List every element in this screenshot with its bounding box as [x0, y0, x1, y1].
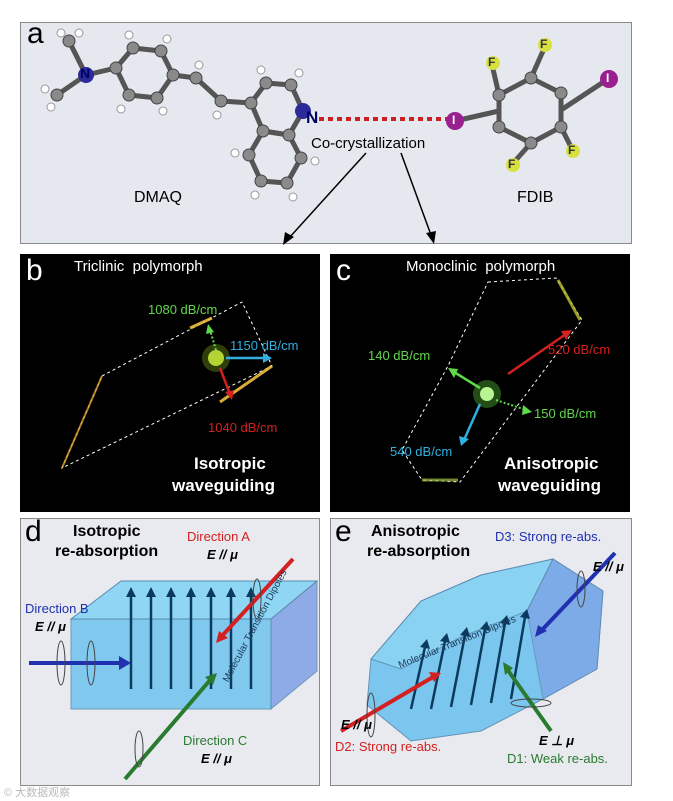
d1-field: E ⊥ μ: [539, 733, 575, 748]
monoclinic-crystal-image: [401, 277, 583, 483]
loss-label-150: 150 dB/cm: [534, 406, 597, 421]
arrow-red: [507, 332, 567, 376]
panel-letter-e: e: [335, 515, 352, 548]
loss-label-1040: 1040 dB/cm: [208, 420, 278, 435]
iodine-label-right: I: [606, 71, 610, 85]
isotropic-title-1: Isotropic: [73, 523, 141, 540]
arrow-to-panel-c: [400, 152, 432, 236]
fluorine-label-1: F: [488, 55, 496, 69]
direction-c-arrow: [123, 677, 213, 781]
quinoline-n-label: N: [306, 108, 319, 127]
iodine-atom-left: [446, 112, 464, 130]
dmaq-atoms: [50, 34, 308, 190]
arrow-to-panel-b: [288, 152, 367, 239]
d2-label: D2: Strong re-abs.: [335, 739, 442, 754]
arrowhead-c: [426, 231, 436, 244]
monoclinic-crystal-outline: [401, 277, 583, 483]
triclinic-crystal-outline: [61, 301, 273, 470]
d2-arrow: [339, 675, 435, 733]
anisotropic-crystal-diagram: [339, 551, 617, 742]
panel-b: b Triclinic polymorph 1080 dB/cm 1150 dB…: [20, 254, 320, 512]
direction-b-label: Direction B: [25, 601, 89, 616]
transition-dipole-arrows: [129, 594, 253, 689]
panel-c: c Monoclinic polymorph 520 dB/cm 140 dB/…: [330, 254, 630, 512]
loss-label-1080: 1080 dB/cm: [148, 302, 218, 317]
d3-label: D3: Strong re-abs.: [495, 529, 602, 544]
direction-a-field: E // μ: [207, 547, 238, 562]
fdib-label: FDIB: [517, 189, 554, 206]
amine-nitrogen-atom: [78, 67, 94, 83]
panel-letter-a: a: [27, 17, 44, 50]
panel-e: e Anisotropic re-absorption D3: Strong r…: [330, 515, 632, 786]
anisotropic-caption-1: Anisotropic: [504, 454, 599, 473]
molecule-scene: [40, 28, 618, 245]
triclinic-title: Triclinic polymorph: [74, 258, 203, 275]
anisotropic-caption-2: waveguiding: [498, 476, 601, 495]
fluorine-label-4: F: [508, 157, 516, 171]
iodine-label-left: I: [452, 113, 456, 127]
excitation-spot-c: [480, 387, 494, 401]
arrow-red-bottom: [218, 367, 232, 395]
amine-n-label: N: [80, 65, 91, 81]
dmaq-skeleton: [55, 39, 306, 186]
d3-arrow: [539, 551, 617, 633]
hydrogen-atoms: [40, 28, 320, 202]
crystal-end-face: [526, 558, 604, 700]
direction-c-field: E // μ: [201, 751, 232, 766]
arrow-green-top: [209, 329, 217, 351]
arrow-green-right: [495, 399, 527, 411]
loss-label-540: 540 dB/cm: [390, 444, 453, 459]
direction-a-label: Direction A: [187, 529, 250, 544]
panel-a: a N N F F F F I I Co-crystallization DMA…: [20, 17, 632, 245]
loss-label-520: 520 dB/cm: [548, 342, 611, 357]
direction-b-field: E // μ: [35, 619, 66, 634]
loss-label-1150: 1150 dB/cm: [230, 338, 299, 353]
direction-c-label: Direction C: [183, 733, 248, 748]
monoclinic-title: Monoclinic polymorph: [406, 258, 556, 275]
quinoline-nitrogen-atom: [295, 103, 311, 119]
direction-a-arrow: [219, 557, 295, 639]
arrow-green-left: [453, 370, 481, 390]
fluorine-label-2: F: [540, 37, 548, 51]
fluorine-atoms: [486, 38, 580, 172]
panel-letter-d: d: [25, 515, 42, 548]
d2-field: E // μ: [341, 717, 372, 732]
watermark: © 大数据观察: [4, 787, 71, 799]
arrow-cyan: [462, 403, 482, 441]
triclinic-crystal-image: [61, 301, 273, 470]
arrowhead-b: [283, 232, 294, 245]
excitation-spot: [208, 350, 224, 366]
anisotropic-title-1: Anisotropic: [371, 523, 460, 540]
panel-letter-c: c: [336, 254, 351, 287]
co-crystallization-label: Co-crystallization: [311, 135, 426, 152]
fluorine-label-3: F: [568, 143, 576, 157]
isotropic-caption-1: Isotropic: [194, 454, 266, 473]
d3-field: E // μ: [593, 559, 624, 574]
isotropic-caption-2: waveguiding: [172, 476, 275, 495]
fdib-carbons: [492, 71, 568, 150]
box-side-face: [270, 579, 318, 711]
anisotropic-title-2: re-absorption: [367, 543, 471, 560]
panel-d: d Isotropic re-absorption Direction A E …: [20, 515, 320, 786]
isotropic-box-diagram: [29, 557, 319, 781]
dmaq-label: DMAQ: [134, 189, 182, 206]
d1-arrow: [505, 667, 553, 733]
isotropic-title-2: re-absorption: [55, 543, 159, 560]
panel-letter-b: b: [26, 254, 43, 287]
d1-label: D1: Weak re-abs.: [507, 751, 608, 766]
loss-label-140: 140 dB/cm: [368, 348, 431, 363]
iodine-atom-right: [600, 70, 618, 88]
